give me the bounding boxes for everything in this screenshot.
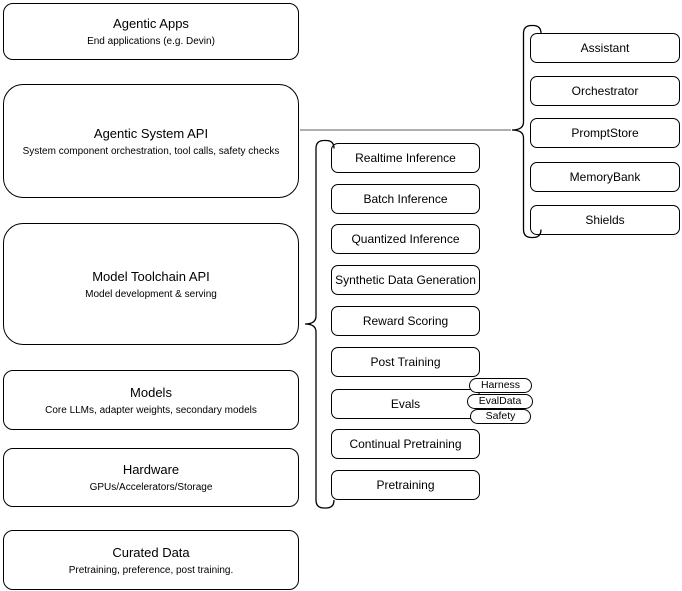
box-subtitle: Pretraining, preference, post training. [68,564,234,576]
toolchain-box-evals: Evals [331,389,480,419]
pill-label: Harness [480,379,521,391]
box-subtitle: End applications (e.g. Devin) [87,36,215,47]
box-title: Agentic Apps [113,16,189,31]
box-label: Pretraining [376,478,435,492]
evals-tag-evaldata: EvalData [467,394,533,409]
layer-box-curated-data: Curated Data Pretraining, preference, po… [3,530,299,590]
pill-label: EvalData [478,395,522,407]
box-label: PromptStore [571,126,639,140]
toolchain-box-synthetic-data-generation: Synthetic Data Generation [331,265,480,295]
box-label: Batch Inference [363,192,448,206]
toolchain-curly-brace [304,139,335,509]
layer-box-hardware: Hardware GPUs/Accelerators/Storage [3,448,299,507]
box-title: Models [130,384,172,400]
toolchain-box-realtime-inference: Realtime Inference [331,143,480,173]
box-label: Orchestrator [571,84,639,98]
box-label: Post Training [370,355,441,369]
box-label: MemoryBank [569,170,641,184]
evals-tag-safety: Safety [470,409,531,424]
toolchain-box-post-training: Post Training [331,347,480,377]
box-title: Curated Data [112,544,190,560]
box-label: Evals [390,397,421,411]
layer-box-agentic-apps: Agentic Apps End applications (e.g. Devi… [3,3,299,60]
component-box-assistant: Assistant [530,33,680,63]
box-label: Assistant [580,41,630,55]
toolchain-box-reward-scoring: Reward Scoring [331,306,480,336]
component-box-shields: Shields [530,205,680,235]
box-label: Realtime Inference [355,151,456,165]
box-label: Reward Scoring [362,314,449,328]
layer-box-model-toolchain-api: Model Toolchain API Model development & … [3,223,299,345]
toolchain-box-pretraining: Pretraining [331,470,480,500]
layer-box-agentic-system-api: Agentic System API System component orch… [3,84,299,198]
layer-box-models: Models Core LLMs, adapter weights, secon… [3,370,299,430]
box-title: Model Toolchain API [92,268,210,284]
pill-label: Safety [485,410,516,422]
box-label: Quantized Inference [351,232,460,246]
box-title: Hardware [122,462,180,477]
toolchain-box-quantized-inference: Quantized Inference [331,224,480,254]
box-label: Shields [585,213,625,227]
box-subtitle: GPUs/Accelerators/Storage [89,482,213,493]
box-label: Continual Pretraining [349,437,462,451]
component-box-promptstore: PromptStore [530,118,680,148]
box-subtitle: Model development & serving [85,288,217,300]
box-label: Synthetic Data Generation [335,273,476,287]
component-box-memorybank: MemoryBank [530,162,680,192]
evals-tag-harness: Harness [469,378,532,393]
box-subtitle: Core LLMs, adapter weights, secondary mo… [45,404,257,416]
component-box-orchestrator: Orchestrator [530,76,680,106]
box-title: Agentic System API [93,125,209,141]
toolchain-box-batch-inference: Batch Inference [331,184,480,214]
toolchain-box-continual-pretraining: Continual Pretraining [331,429,480,459]
box-subtitle: System component orchestration, tool cal… [22,145,280,157]
